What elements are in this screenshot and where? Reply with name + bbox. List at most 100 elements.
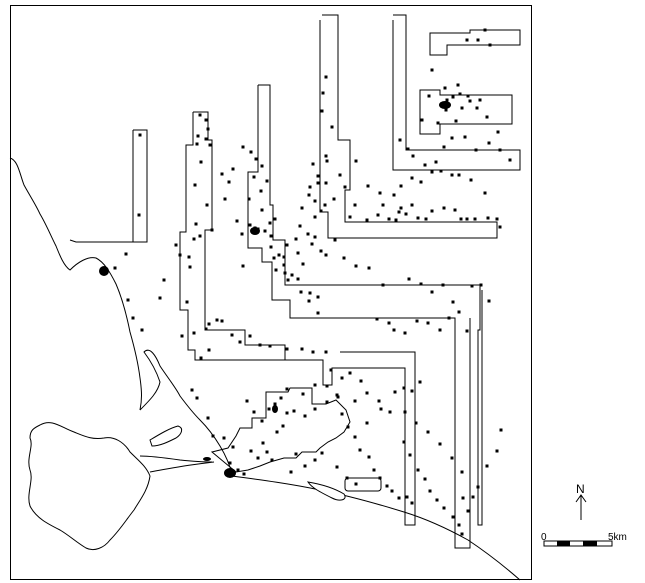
site-point (442, 145, 446, 149)
site-point (316, 311, 320, 315)
site-point (387, 321, 391, 325)
site-point (204, 327, 208, 331)
site-point (249, 449, 253, 453)
site-point (311, 350, 315, 354)
site-point (260, 419, 264, 423)
site-point (479, 283, 483, 287)
site-point (430, 209, 434, 213)
site-point (342, 256, 346, 260)
site-point (387, 217, 391, 221)
bay-shoreline (139, 349, 233, 475)
site-point (260, 208, 264, 212)
site-point (336, 395, 340, 399)
site-point (260, 164, 264, 168)
site-point (325, 384, 329, 388)
site-point (303, 414, 307, 418)
site-point (223, 197, 227, 201)
site-point (270, 458, 274, 462)
site-point (204, 137, 208, 141)
site-point (205, 203, 209, 207)
site-point (277, 253, 281, 257)
site-point (306, 232, 310, 236)
site-point (468, 99, 472, 103)
site-point (340, 412, 344, 416)
site-point (367, 266, 371, 270)
site-point (402, 386, 406, 390)
site-point (410, 176, 414, 180)
site-cluster (250, 227, 260, 235)
scale-end-label: 5km (608, 532, 627, 543)
site-point (393, 390, 397, 394)
site-cluster (203, 457, 211, 461)
site-point (294, 237, 298, 241)
site-point (324, 181, 328, 185)
site-point (285, 347, 289, 351)
site-point (324, 350, 328, 354)
site-point (333, 238, 337, 242)
site-point (267, 407, 271, 411)
site-point (375, 317, 379, 321)
site-point (195, 396, 199, 400)
site-point (340, 376, 344, 380)
site-point (289, 470, 293, 474)
site-point (198, 113, 202, 117)
site-point (495, 449, 499, 453)
site-point (430, 290, 434, 294)
site-point (241, 145, 245, 149)
site-point (332, 197, 336, 201)
site-point (307, 193, 311, 197)
site-point (187, 255, 191, 259)
scale-bar-segment (557, 541, 570, 546)
site-point (434, 160, 438, 164)
site-point (193, 183, 197, 187)
site-point (439, 169, 443, 173)
site-point (376, 213, 380, 217)
site-point (381, 283, 385, 287)
site-point (406, 147, 410, 151)
site-point (247, 197, 251, 201)
site-point (261, 441, 265, 445)
site-point (185, 300, 189, 304)
site-point (138, 133, 142, 137)
site-point (131, 316, 135, 320)
site-point (461, 496, 465, 500)
site-point (268, 221, 272, 225)
site-point (499, 428, 503, 432)
site-point (124, 252, 128, 256)
site-point (348, 371, 352, 375)
site-point (459, 217, 463, 221)
site-point (265, 179, 269, 183)
site-point (454, 119, 458, 123)
site-point (359, 379, 363, 383)
site-point (394, 218, 398, 222)
site-point (285, 411, 289, 415)
site-point (285, 243, 289, 247)
site-point (498, 225, 502, 229)
site-point (365, 391, 369, 395)
site-point (399, 206, 403, 210)
site-point (485, 464, 489, 468)
coastal-lagoon (306, 481, 346, 501)
site-point (294, 452, 298, 456)
site-point (199, 160, 203, 164)
site-point (392, 193, 396, 197)
site-point (210, 228, 214, 232)
site-point (319, 209, 323, 213)
site-point (430, 68, 434, 72)
site-point (274, 268, 278, 272)
site-point (418, 380, 422, 384)
site-point (279, 396, 283, 400)
site-point (220, 172, 224, 176)
site-point (388, 410, 392, 414)
site-point (245, 399, 249, 403)
site-point (426, 430, 430, 434)
site-point (248, 334, 252, 338)
site-point (442, 506, 446, 510)
site-point (441, 283, 445, 287)
site-point (453, 208, 457, 212)
site-point (402, 440, 406, 444)
site-point (281, 424, 285, 428)
site-point (330, 125, 334, 129)
site-point (180, 334, 184, 338)
site-point (392, 328, 396, 332)
